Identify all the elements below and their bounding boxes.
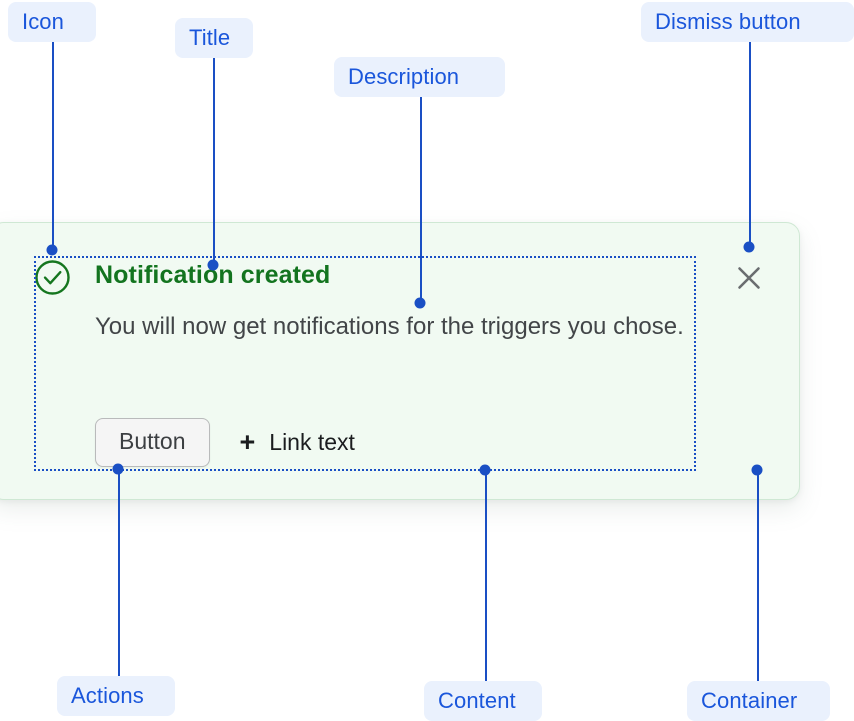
dismiss-button[interactable] — [732, 261, 766, 295]
callout-dot-description — [414, 297, 426, 309]
close-icon — [738, 267, 760, 289]
callout-line-container — [757, 471, 759, 681]
callout-line-dismiss-button — [749, 42, 751, 246]
callout-dot-content — [479, 464, 491, 476]
callout-dot-container — [751, 464, 763, 476]
callout-label-actions: Actions — [57, 676, 175, 716]
callout-label-dismiss-button: Dismiss button — [641, 2, 854, 42]
callout-line-title — [213, 58, 215, 264]
callout-label-title: Title — [175, 18, 253, 58]
action-link[interactable]: + Link text — [240, 429, 355, 456]
plus-icon: + — [239, 427, 256, 457]
action-button[interactable]: Button — [95, 418, 210, 467]
callout-label-content: Content — [424, 681, 542, 721]
notification-description: You will now get notifications for the t… — [95, 313, 684, 340]
action-link-label: Link text — [269, 429, 355, 455]
callout-label-icon: Icon — [8, 2, 96, 42]
callout-dot-actions — [112, 463, 124, 475]
callout-dot-dismiss-button — [743, 241, 755, 253]
callout-label-description: Description — [334, 57, 505, 97]
callout-line-content — [485, 471, 487, 681]
check-circle-icon — [34, 259, 71, 296]
callout-line-description — [420, 97, 422, 302]
callout-line-actions — [118, 470, 120, 676]
callout-label-container: Container — [687, 681, 830, 721]
notification-actions: Button + Link text — [95, 418, 355, 467]
callout-line-icon — [52, 42, 54, 249]
callout-dot-icon — [46, 244, 58, 256]
callout-dot-title — [207, 259, 219, 271]
